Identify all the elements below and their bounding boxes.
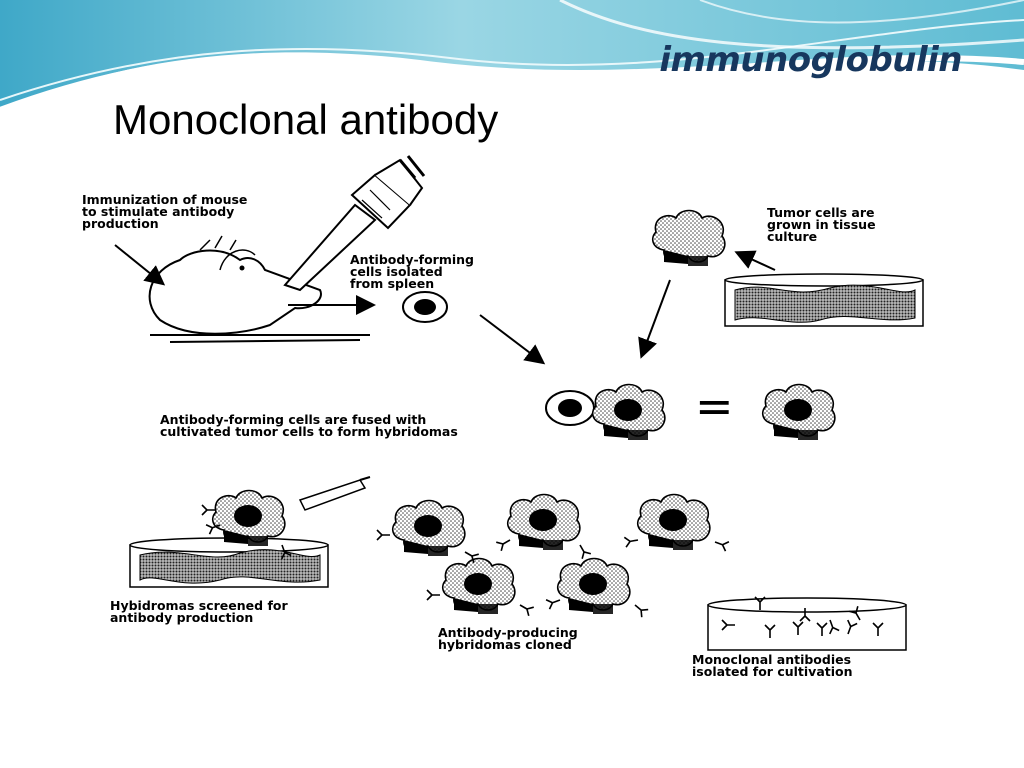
tumor-cell — [651, 209, 726, 267]
slide-subject: immunoglobulin — [659, 40, 962, 80]
label-fusion: Antibody-forming cells are fused with cu… — [160, 412, 458, 439]
screening-dish — [129, 476, 371, 588]
diagram-artwork: = — [114, 155, 924, 651]
equals-sign: = — [695, 379, 734, 433]
tumor-culture-dish — [724, 273, 924, 327]
arrow-immunization — [114, 244, 166, 286]
label-antibody-forming-cells: Antibody-forming cells isolated from spl… — [350, 252, 474, 291]
syringe-illustration — [283, 155, 426, 292]
mouse-illustration — [148, 235, 370, 343]
label-screened: Hybidromas screened for antibody product… — [110, 598, 288, 625]
label-isolated: Monoclonal antibodies isolated for culti… — [692, 652, 853, 679]
hybridoma-cell — [763, 385, 835, 441]
label-immunization: Immunization of mouse to stimulate antib… — [82, 192, 248, 231]
arrow-tumor-to-fusion — [638, 279, 671, 359]
slide-title: Monoclonal antibody — [113, 96, 499, 143]
antibody-dish — [707, 596, 907, 651]
arrow-to-fusion — [479, 314, 546, 365]
antibody-forming-cell — [402, 291, 448, 323]
label-cloned: Antibody-producing hybridomas cloned — [438, 625, 578, 652]
cloned-hybridomas — [376, 495, 730, 618]
label-tumor-cells: Tumor cells are grown in tissue culture — [767, 205, 876, 244]
hybridoma-process-diagram: = — [70, 150, 960, 730]
fusion-cells — [545, 385, 665, 441]
header-wave-decoration — [0, 0, 1024, 113]
arrow-tumor-culture — [734, 250, 776, 271]
